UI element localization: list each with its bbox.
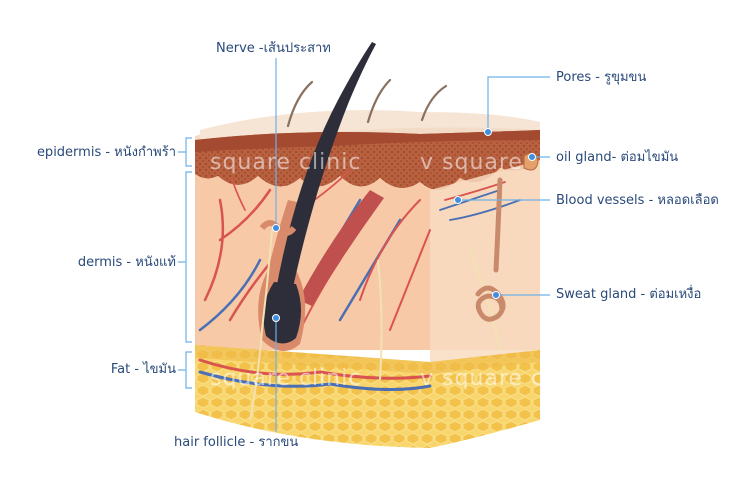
leader-oil-gland-dot bbox=[528, 153, 536, 161]
skin-surface-top-light bbox=[200, 110, 540, 142]
label-hair-follicle: hair follicle - รากขน bbox=[174, 435, 299, 450]
nerve-fibers bbox=[249, 229, 501, 421]
hair-bulb bbox=[263, 282, 301, 344]
label-pores: Pores - รูขุมขน bbox=[556, 70, 647, 85]
label-sweat-gland: Sweat gland - ต่อมเหงื่อ bbox=[556, 287, 702, 302]
watermark-top-left: square clinic bbox=[210, 150, 362, 175]
bracket-fat bbox=[178, 351, 192, 389]
leader-blood-vessels-dot bbox=[454, 196, 462, 204]
label-oil-gland: oil gland- ต่อมไขมัน bbox=[556, 150, 679, 165]
label-nerve: Nerve -เส้นประสาท bbox=[216, 41, 331, 56]
leader-hair-follicle-dot bbox=[272, 314, 280, 322]
leader-sweat-gland-dot bbox=[492, 291, 500, 299]
leader-nerve-dot bbox=[272, 224, 280, 232]
bracket-dermis bbox=[178, 171, 192, 343]
label-blood-vessels: Blood vessels - หลอดเลือด bbox=[556, 193, 719, 208]
bracket-epidermis bbox=[178, 137, 192, 167]
arrector-muscle bbox=[298, 190, 384, 306]
surface-hairs bbox=[286, 78, 448, 128]
watermark-top-right: v square bbox=[420, 150, 523, 175]
label-epidermis: epidermis - หนังกำพร้า bbox=[36, 145, 176, 160]
epidermis-top-edge bbox=[195, 130, 540, 152]
leader-pores bbox=[487, 76, 550, 132]
hair-shaft bbox=[276, 42, 376, 292]
label-dermis: dermis - หนังแท้ bbox=[77, 255, 176, 270]
leader-pores-dot bbox=[484, 128, 492, 136]
label-fat: Fat - ไขมัน bbox=[110, 362, 176, 377]
fat-top-band bbox=[195, 345, 540, 374]
watermark-bottom-right: v square c bbox=[420, 366, 545, 391]
watermark-bottom-left: square clinic bbox=[210, 366, 362, 391]
side-face bbox=[430, 160, 540, 370]
